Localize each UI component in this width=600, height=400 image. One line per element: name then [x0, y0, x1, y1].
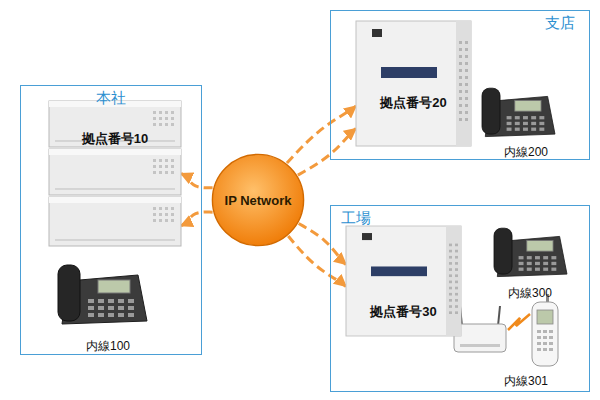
phone-icon [482, 88, 555, 136]
network-link [287, 106, 356, 163]
network-label: IP Network [225, 193, 292, 208]
site-box: 本社拠点番号10 [20, 85, 202, 355]
extension-number: 内線301 [504, 373, 548, 390]
site-title: 工場 [341, 209, 371, 228]
pbx-unit: 拠点番号20 [356, 21, 471, 146]
network-link [181, 212, 213, 226]
text-holder: 工場 [341, 209, 371, 228]
network-link [298, 129, 356, 176]
network-cloud: IP Network [211, 153, 305, 247]
pbx-illustration [356, 21, 471, 146]
radio-signal [508, 314, 530, 330]
extension-holder: 内線100 [63, 336, 153, 355]
site-title: 支店 [545, 14, 575, 33]
network-link [299, 224, 346, 265]
text-holder: IP Network [211, 153, 305, 247]
extension-number: 内線100 [86, 338, 130, 355]
site-number: 拠点番号20 [380, 94, 446, 112]
cordless-handset-icon [532, 294, 558, 366]
text-holder: 支店 [545, 14, 575, 33]
text-holder: 拠点番号30 [346, 302, 461, 321]
site-number: 拠点番号10 [82, 130, 148, 148]
phone-icon [58, 265, 147, 324]
extension-holder: 内線301 [481, 371, 571, 390]
extension-number: 内線300 [508, 285, 552, 302]
site-title: 本社 [96, 89, 126, 108]
pbx-unit: 拠点番号30 [346, 226, 461, 336]
site-box: 支店拠点番号20 [330, 10, 590, 160]
text-holder: 拠点番号20 [356, 93, 471, 112]
text-holder: 拠点番号10 [49, 129, 181, 148]
network-link [288, 236, 346, 286]
pbx-illustration [49, 101, 181, 246]
pbx-unit: 拠点番号10 [49, 101, 181, 246]
pbx-illustration [346, 226, 461, 336]
site-number: 拠点番号30 [370, 303, 436, 321]
access-point-icon [454, 306, 506, 352]
network-link [181, 174, 213, 188]
extension-holder: 内線300 [485, 283, 575, 302]
extension-holder: 内線200 [481, 142, 571, 161]
extension-number: 内線200 [504, 144, 548, 161]
phone-icon [494, 228, 567, 276]
